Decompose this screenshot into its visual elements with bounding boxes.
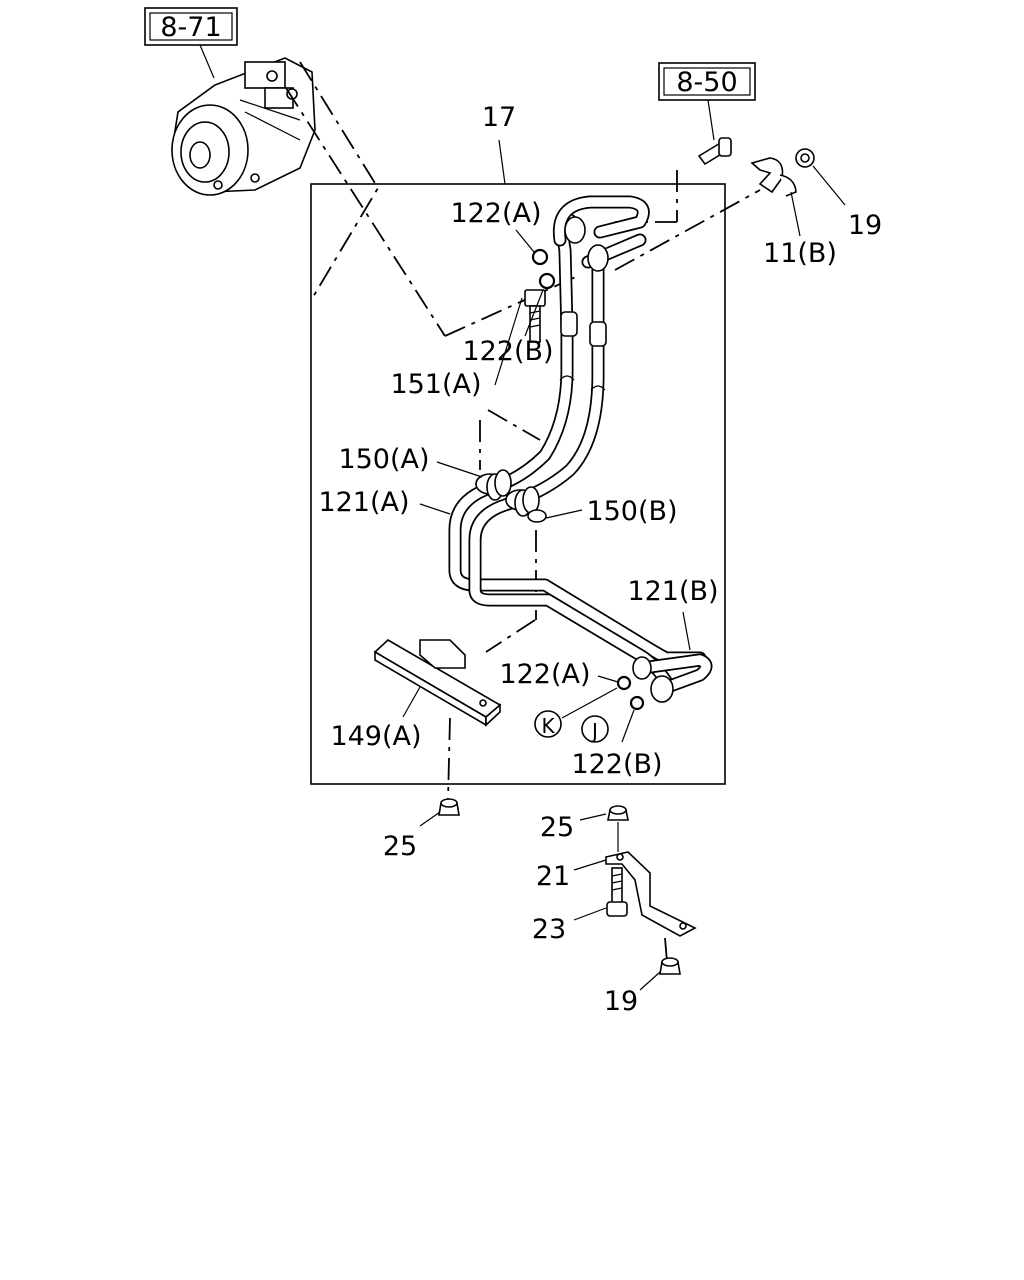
clamp-150A[interactable] (475, 469, 512, 501)
callout-122a-bottom: 122(A) (499, 659, 590, 690)
bracket-149A[interactable] (373, 639, 502, 727)
pipe-loop-bottom (635, 653, 713, 693)
callout-17: 17 (482, 102, 516, 133)
nut-25-right[interactable] (607, 805, 629, 821)
bolt-top-right[interactable] (697, 137, 732, 166)
nut-19-top[interactable] (795, 148, 815, 168)
o-ring-122A-bottom[interactable] (616, 675, 632, 691)
nut-19-bottom[interactable] (659, 957, 681, 975)
clamp-150B[interactable] (505, 486, 547, 523)
reference-label-8-71: 8-71 (160, 12, 221, 43)
callout-121b: 121(B) (627, 576, 718, 607)
callout-121a: 121(A) (318, 487, 409, 518)
callout-25-right: 25 (540, 812, 574, 843)
pipe-fitting-top-a (559, 216, 609, 391)
callout-122b-top: 122(B) (462, 336, 553, 367)
callout-150b: 150(B) (586, 496, 677, 527)
marker-K-label: K (541, 714, 555, 738)
callout-11b: 11(B) (763, 238, 837, 269)
callout-21: 21 (536, 861, 570, 892)
callout-122a-top: 122(A) (450, 198, 541, 229)
marker-J-label: J (590, 719, 598, 743)
reference-box-8-50[interactable]: 8-50 (658, 62, 756, 101)
clip-11B[interactable] (750, 157, 797, 197)
compressor-drawing (171, 57, 316, 196)
callout-19-top: 19 (848, 210, 882, 241)
o-ring-122B-bottom[interactable] (629, 695, 645, 711)
callout-151a: 151(A) (390, 369, 481, 400)
marker-K: K (534, 710, 562, 738)
o-ring-122A-top[interactable] (531, 248, 549, 266)
marker-J: J (581, 715, 609, 743)
assembly-frame-17 (310, 183, 726, 785)
bolt-23[interactable] (606, 867, 628, 917)
callout-25-left: 25 (383, 831, 417, 862)
reference-label-8-50: 8-50 (676, 67, 737, 98)
bracket-21[interactable] (605, 851, 697, 937)
callout-23: 23 (532, 914, 566, 945)
reference-box-8-71[interactable]: 8-71 (144, 7, 238, 46)
callout-149a: 149(A) (330, 721, 421, 752)
callout-122b-bottom: 122(B) (571, 749, 662, 780)
callout-150a: 150(A) (338, 444, 429, 475)
leader-lines (402, 165, 846, 991)
o-ring-122B-top[interactable] (538, 272, 556, 290)
bolt-151A[interactable] (524, 289, 546, 343)
callout-19-bottom: 19 (604, 986, 638, 1017)
pipe-fitting-bottom (632, 656, 674, 703)
nut-25-left[interactable] (438, 798, 460, 816)
